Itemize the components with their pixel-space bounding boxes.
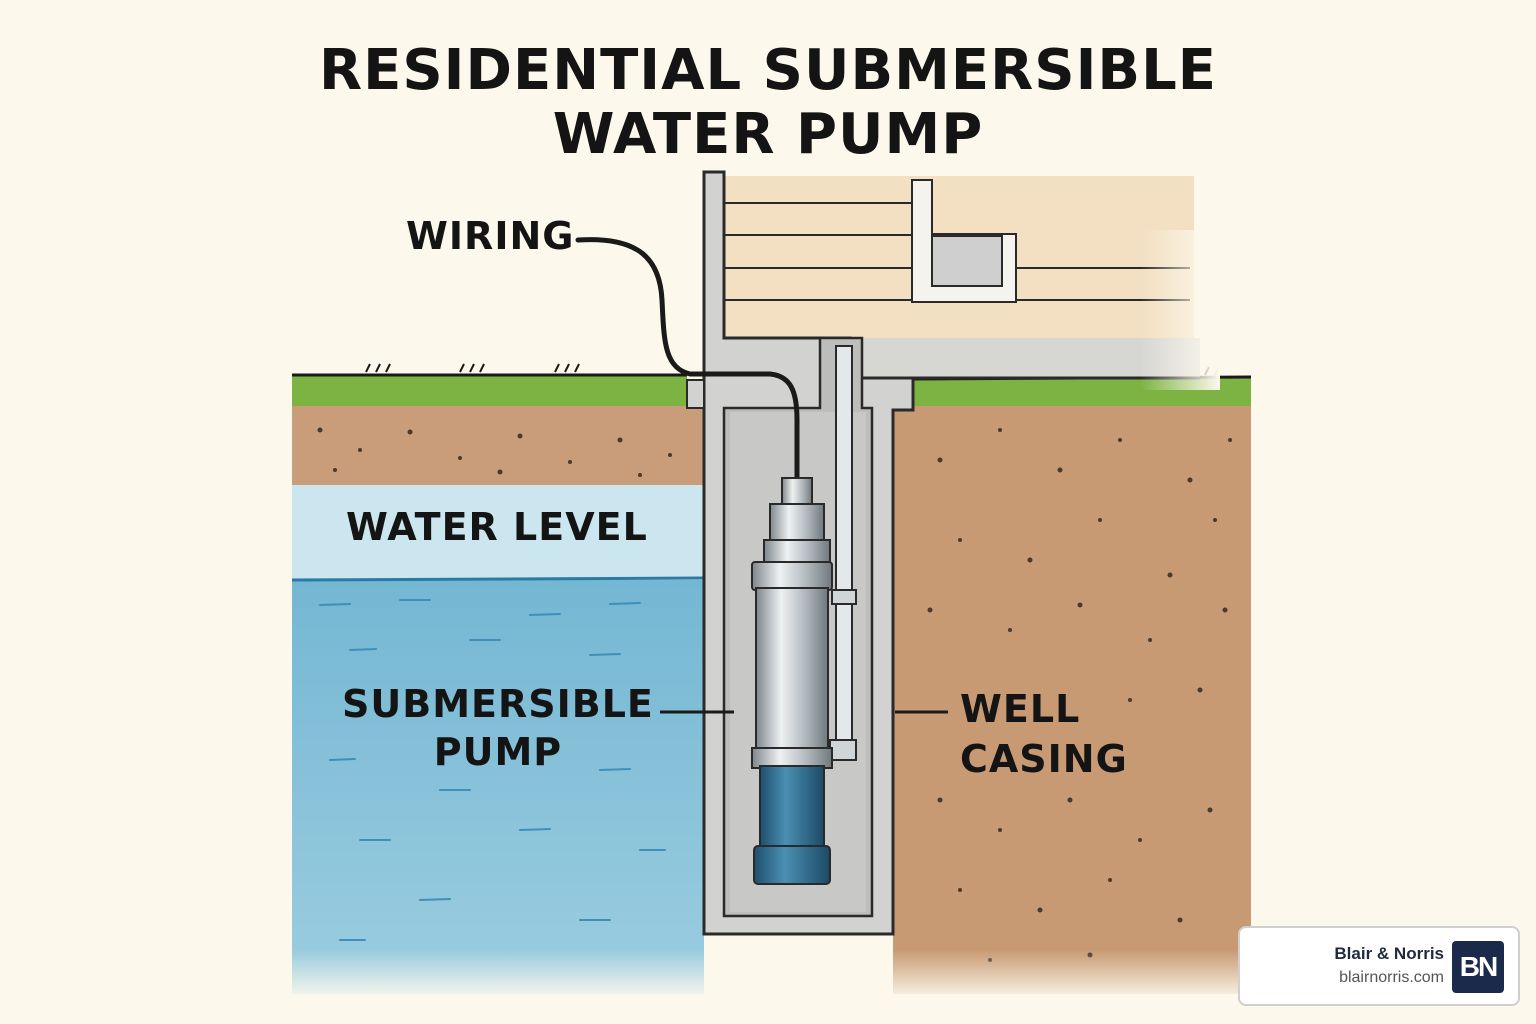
soil-right — [893, 404, 1251, 994]
brand-url[interactable]: blairnorris.com — [1339, 969, 1444, 986]
water-ripples — [319, 599, 666, 941]
diagram-title-line2: WATER PUMP — [552, 102, 984, 167]
water-line — [291, 576, 705, 582]
water-level-band — [292, 485, 704, 580]
diagram-title-line1: RESIDENTIAL SUBMERSIBLE — [318, 38, 1218, 103]
label-submersible-pump-line1: SUBMERSIBLE — [342, 682, 654, 726]
well-casing-ledge — [686, 379, 705, 409]
house-window-pane — [931, 235, 1003, 287]
grass-tufts — [365, 363, 1220, 376]
aquifer-water — [292, 580, 704, 994]
brand-name: Blair & Norris — [1334, 944, 1444, 963]
brand-logo: BN — [1452, 941, 1504, 993]
submersible-pump — [751, 477, 833, 885]
brand-badge[interactable]: Blair & Norris blairnorris.com BN — [1238, 926, 1520, 1006]
label-well-casing: WELL CASING — [960, 684, 1128, 784]
label-submersible-pump-line2: PUMP — [433, 730, 563, 774]
label-submersible-pump: SUBMERSIBLE PUMP — [342, 680, 654, 776]
label-water-level: WATER LEVEL — [346, 505, 648, 549]
label-wiring: WIRING — [406, 214, 575, 258]
grass-left — [292, 374, 687, 406]
wiring-cable — [575, 237, 800, 481]
label-well-casing-line2: CASING — [960, 737, 1128, 781]
discharge-pipe — [835, 345, 853, 747]
label-well-casing-line1: WELL — [960, 687, 1081, 731]
